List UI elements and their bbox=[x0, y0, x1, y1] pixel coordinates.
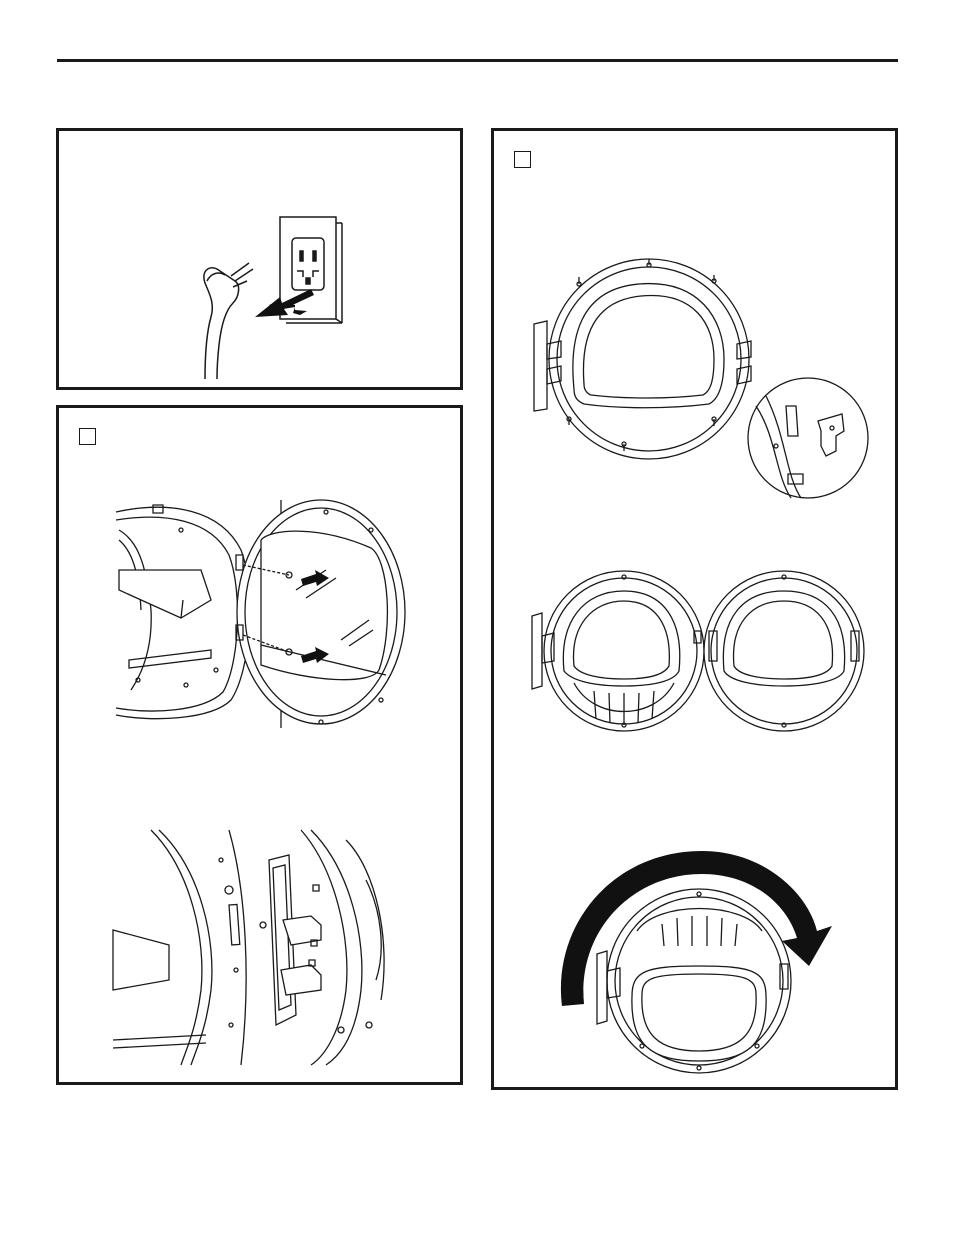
door-screws-removal-illustration bbox=[111, 500, 401, 740]
hinge-detail-illustration bbox=[111, 830, 401, 1065]
remove-door-panel bbox=[56, 405, 463, 1085]
reverse-door-panel bbox=[491, 128, 898, 1090]
step-checkbox[interactable] bbox=[514, 151, 531, 168]
unplug-power-cord-illustration bbox=[59, 131, 460, 387]
door-hinge-swap-illustration bbox=[524, 571, 864, 736]
power-plug-icon bbox=[204, 263, 253, 379]
step-checkbox[interactable] bbox=[79, 428, 96, 445]
unplug-panel bbox=[56, 128, 463, 390]
top-rule bbox=[57, 59, 898, 62]
hinge-closeup-illustration bbox=[746, 376, 871, 501]
door-rotation-illustration bbox=[552, 846, 842, 1076]
